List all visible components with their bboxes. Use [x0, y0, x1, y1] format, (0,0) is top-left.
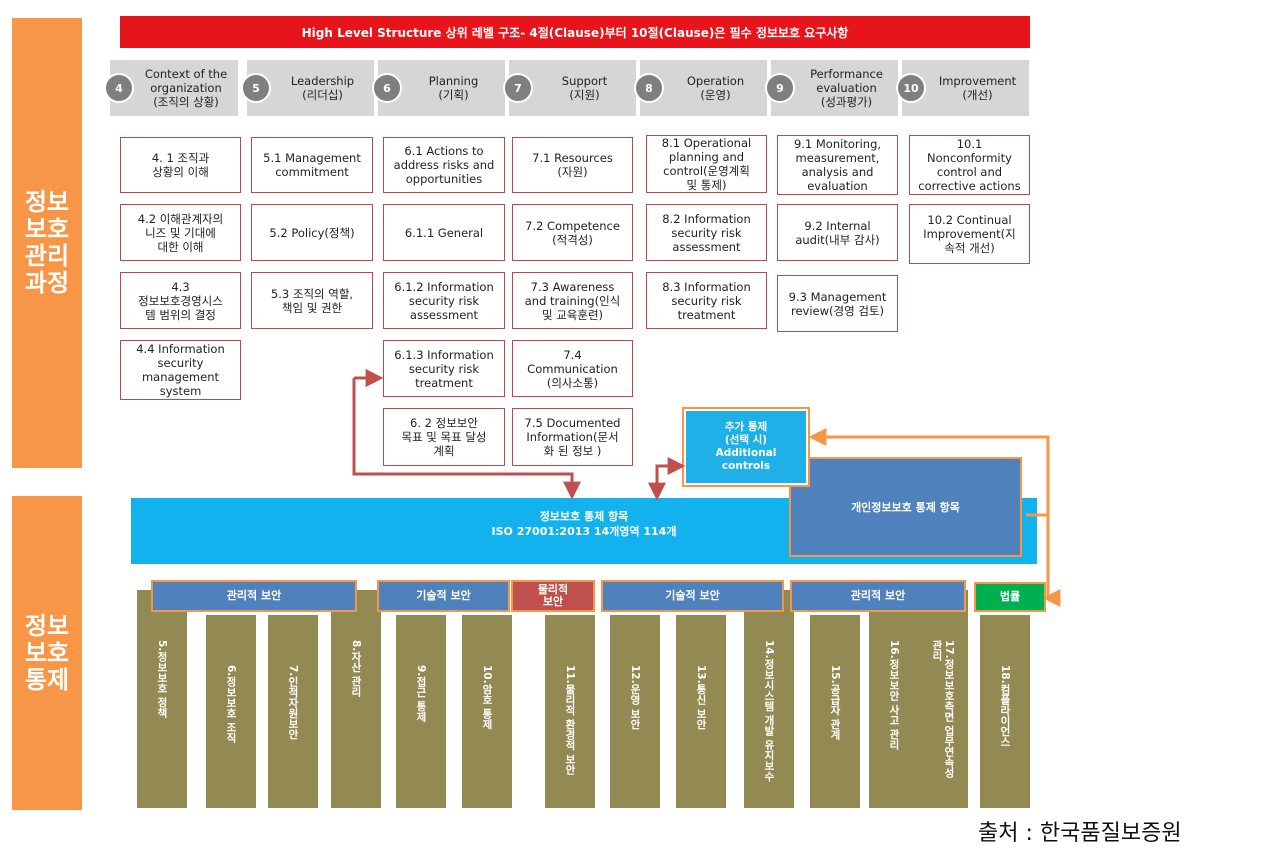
item-6-2: 6. 2 정보보안 목표 및 목표 달성 계획: [383, 408, 505, 466]
domain-15-label: 15.공급자 관계: [829, 665, 841, 740]
item-5-3: 5.3 조직의 역할, 책임 및 권한: [251, 272, 373, 329]
category-managerial-1: 관리적 보안: [151, 580, 357, 612]
clause-5-title: Leadership (리더십): [290, 74, 355, 102]
arrow-isms-additional: [648, 457, 686, 501]
arrow-privacy-to-law: [1026, 513, 1061, 607]
item-6-1-3: 6.1.3 Information security risk treatmen…: [383, 340, 505, 397]
high-level-structure-banner: High Level Structure 상위 레벨 구조- 4절(Clause…: [120, 16, 1030, 48]
item-8-1: 8.1 Operational planning and control(운영계…: [646, 135, 767, 193]
category-technical-1: 기술적 보안: [377, 580, 510, 612]
domain-17-label: 17.정보보호측면 업무연속성 관리: [931, 640, 955, 778]
item-9-2: 9.2 Internal audit(내부 감사): [777, 204, 898, 261]
source-caption: 출처 : 한국품질보증원: [978, 821, 1182, 846]
clause-9-header: 9 Performance evaluation (성과평가): [765, 60, 898, 116]
domain-16-label: 16.정보보안 사고 관리: [888, 640, 900, 750]
domain-18: 18.컴플라이언스: [980, 615, 1030, 808]
item-7-4: 7.4 Communication (의사소통): [512, 340, 633, 397]
category-law: 법률: [974, 582, 1046, 612]
item-6-1-2: 6.1.2 Information security risk assessme…: [383, 272, 505, 329]
clause-10-header: 10 Improvement (개선): [896, 60, 1029, 116]
domain-8: 8.자산 관리: [331, 590, 381, 808]
domain-15: 15.공급자 관계: [810, 615, 860, 808]
item-9-1: 9.1 Monitoring, measurement, analysis an…: [777, 135, 898, 195]
item-6-1: 6.1 Actions to address risks and opportu…: [383, 137, 505, 193]
domain-12-label: 12.운영 보안: [629, 665, 641, 730]
domain-13: 13.통신 보안: [676, 615, 726, 808]
item-7-2: 7.2 Competence (적격성): [512, 204, 633, 261]
item-10-1: 10.1 Nonconformity control and correctiv…: [909, 135, 1030, 195]
domain-17: 17.정보보호측면 업무연속성 관리: [918, 590, 968, 808]
clause-7-number: 7: [503, 73, 533, 103]
clause-5-number: 5: [241, 73, 271, 103]
clause-4-title: Context of the organization (조직의 상황): [144, 67, 228, 109]
item-5-2: 5.2 Policy(정책): [251, 204, 373, 261]
clause-10-title: Improvement (개선): [938, 74, 1017, 102]
domain-7: 7.인적자원보안: [268, 615, 318, 808]
item-4-3: 4.3 정보보호경영시스 템 범위의 결정: [120, 272, 241, 329]
domain-14: 14.정보시스템 개발 유지보수: [744, 590, 794, 808]
item-7-5: 7.5 Documented Information(문서 화 된 정보 ): [512, 408, 633, 466]
domain-11: 11.물리적 환경적 보안: [545, 615, 595, 808]
domain-8-label: 8.자산 관리: [350, 640, 362, 697]
domain-5-label: 5.정보보호 정책: [156, 640, 168, 718]
clause-9-title: Performance evaluation (성과평가): [810, 67, 883, 109]
domain-5: 5.정보보호 정책: [137, 590, 187, 808]
item-5-1: 5.1 Management commitment: [251, 137, 373, 193]
clause-7-title: Support (지원): [561, 74, 608, 102]
item-4-2: 4.2 이해관계자의 니즈 및 기대에 대한 이해: [120, 204, 241, 261]
clause-6-number: 6: [372, 73, 402, 103]
item-7-3: 7.3 Awareness and training(인식 및 교육훈련): [512, 272, 633, 329]
domain-11-label: 11.물리적 환경적 보안: [564, 665, 576, 775]
clause-6-title: Planning (기획): [428, 74, 479, 102]
domain-6: 6.정보보호 조직: [206, 615, 256, 808]
item-7-1: 7.1 Resources (자원): [512, 137, 633, 193]
domain-10-label: 10.암호 통제: [481, 665, 493, 730]
domain-6-label: 6.정보보호 조직: [225, 665, 237, 743]
domain-9-label: 9.접근 통제: [415, 665, 427, 722]
item-8-3: 8.3 Information security risk treatment: [646, 272, 767, 329]
domain-14-label: 14.정보시스템 개발 유지보수: [763, 640, 775, 782]
privacy-controls-box: 개인정보보호 통제 항목: [789, 457, 1022, 557]
clause-5-header: 5 Leadership (리더십): [241, 60, 374, 116]
clause-4-number: 4: [104, 73, 134, 103]
item-9-3: 9.3 Management review(경영 검토): [777, 275, 898, 332]
arrow-privacy-to-additional: [808, 428, 1050, 517]
category-physical: 물리적 보안: [511, 580, 595, 612]
clause-10-number: 10: [896, 73, 926, 103]
domain-12: 12.운영 보안: [610, 615, 660, 808]
side-label-process: 정보 보호 관리 과정: [12, 18, 82, 468]
item-4-4: 4.4 Information security management syst…: [120, 340, 241, 400]
category-managerial-2: 관리적 보안: [790, 580, 966, 612]
additional-controls-box: 추가 통제 (선택 시) Additional controls: [682, 407, 810, 487]
domain-16: 16.정보보안 사고 관리: [869, 590, 919, 808]
clause-8-number: 8: [634, 73, 664, 103]
side-label-controls: 정보 보호 통제: [12, 496, 82, 810]
clause-6-header: 6 Planning (기획): [372, 60, 505, 116]
clause-8-title: Operation (운영): [686, 74, 745, 102]
clause-4-header: 4 Context of the organization (조직의 상황): [104, 60, 238, 116]
item-8-2: 8.2 Information security risk assessment: [646, 204, 767, 261]
clause-8-header: 8 Operation (운영): [634, 60, 767, 116]
item-4-1: 4. 1 조직과 상황의 이해: [120, 137, 241, 193]
domain-10: 10.암호 통제: [462, 615, 512, 808]
domain-7-label: 7.인적자원보안: [287, 665, 299, 740]
domain-13-label: 13.통신 보안: [695, 665, 707, 730]
clause-7-header: 7 Support (지원): [503, 60, 636, 116]
domain-9: 9.접근 통제: [396, 615, 446, 808]
item-6-1-1: 6.1.1 General: [383, 204, 505, 261]
domain-18-label: 18.컴플라이언스: [999, 665, 1011, 747]
clause-9-number: 9: [765, 73, 795, 103]
item-10-2: 10.2 Continual Improvement(지 속적 개선): [909, 204, 1030, 264]
category-technical-2: 기술적 보안: [601, 580, 784, 612]
arrow-613-to-isms: [352, 378, 581, 500]
